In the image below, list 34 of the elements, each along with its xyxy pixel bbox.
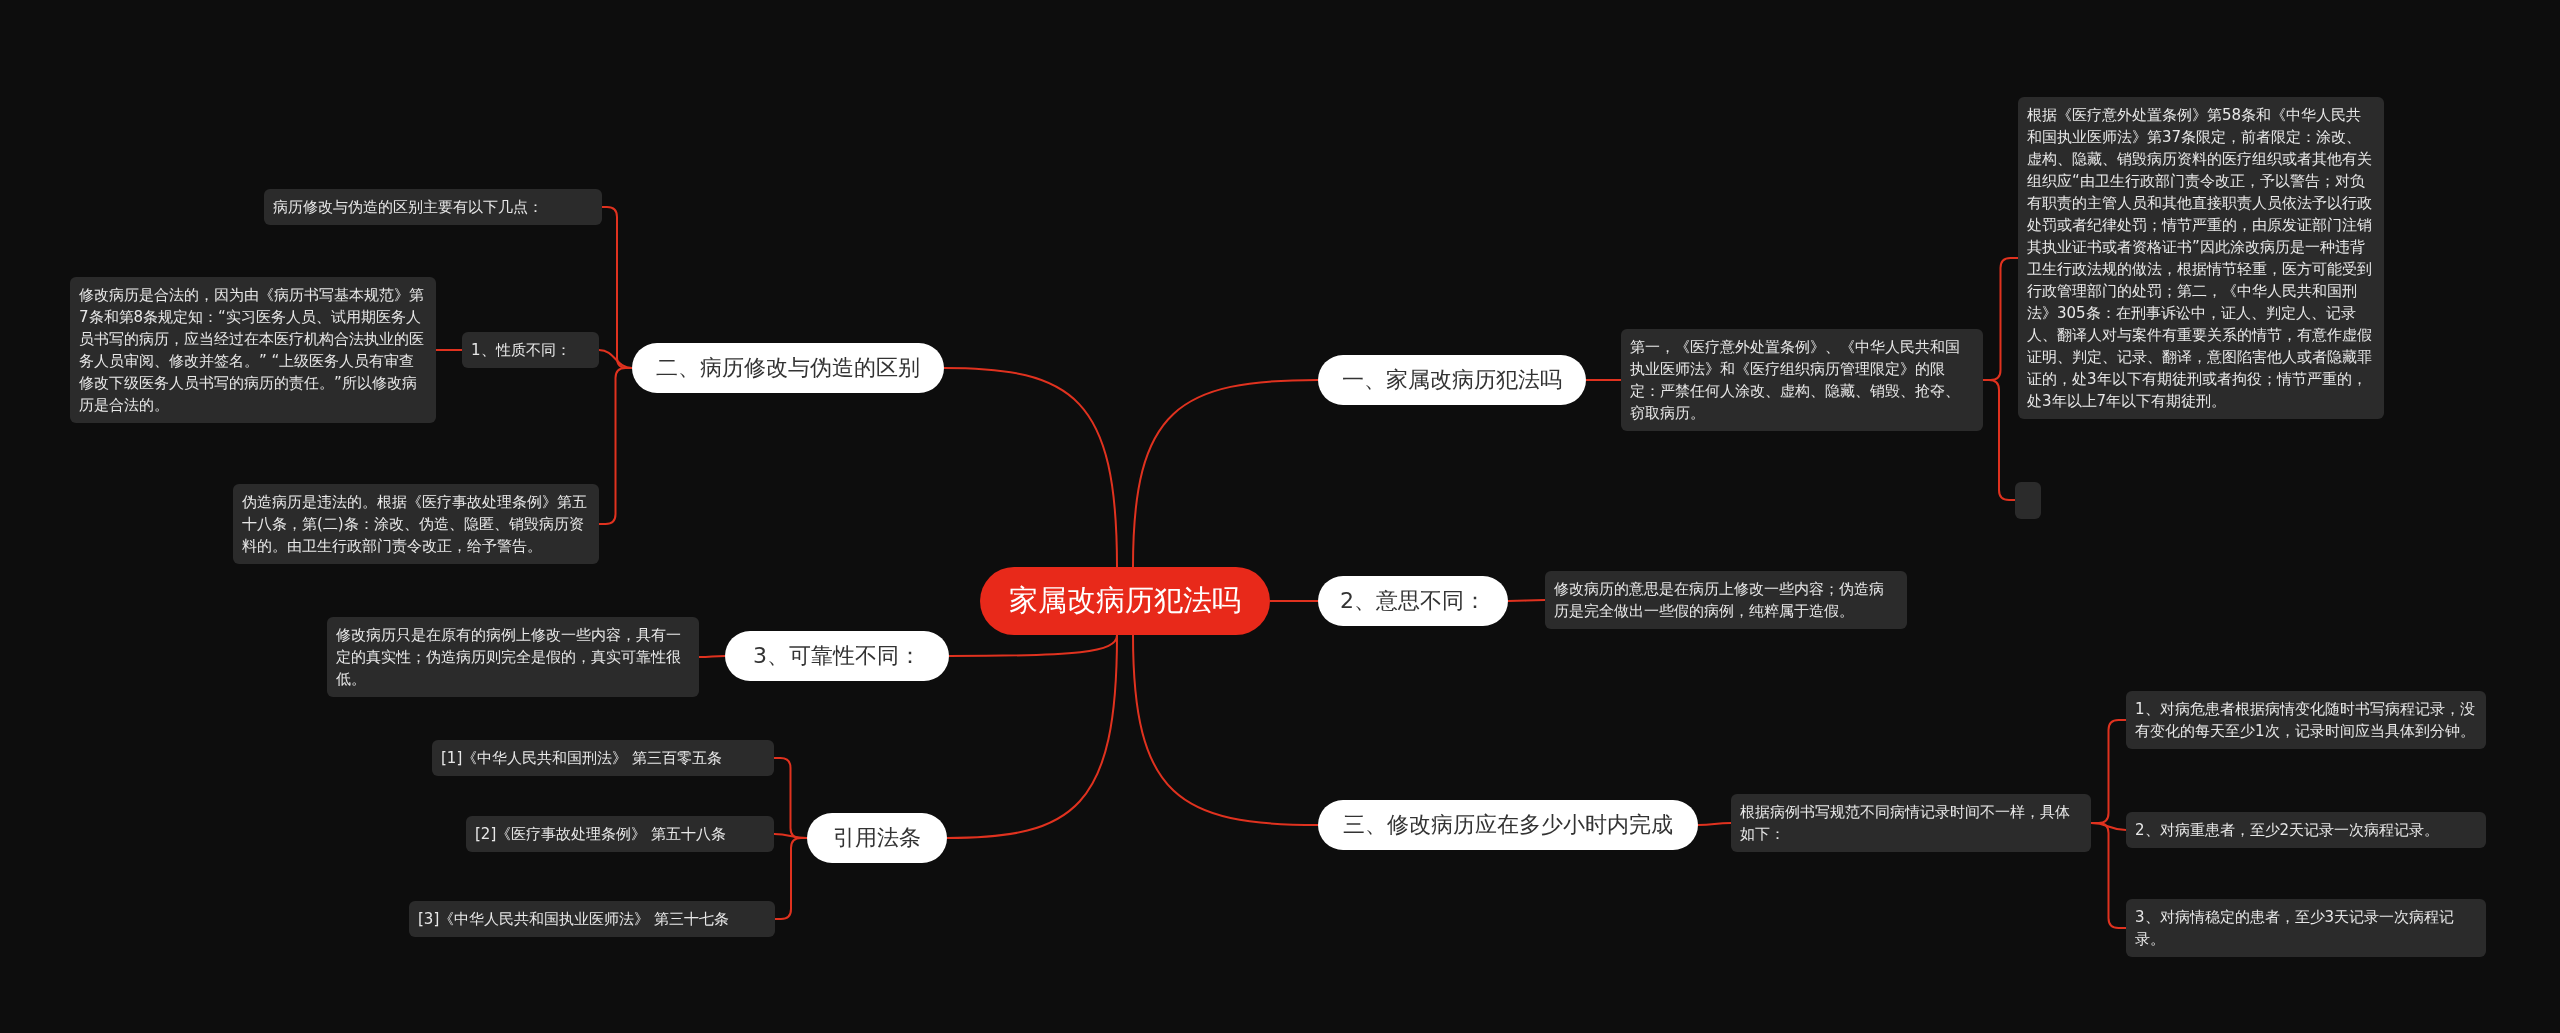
topic-pill: 二、病历修改与伪造的区别 bbox=[632, 343, 944, 393]
note-box: [1]《中华人民共和国刑法》 第三百零五条 bbox=[432, 740, 774, 776]
connector-line bbox=[598, 367, 633, 525]
topic-pill: 一、家属改病历犯法吗 bbox=[1318, 355, 1586, 405]
connector-line bbox=[1697, 822, 1732, 826]
topic-pill: 3、可靠性不同： bbox=[725, 631, 949, 681]
connector-line bbox=[943, 367, 1118, 568]
note-box: 2、对病重患者，至少2天记录一次病程记录。 bbox=[2126, 812, 2486, 848]
note-box: 第一，《医疗意外处置条例》、《中华人民共和国执业医师法》和《医疗组织病历管理限定》的限定：严禁任何人涂改、虚构、隐藏、销毁、抢夺、窃取病历。 bbox=[1621, 329, 1983, 431]
topic-pill: 三、修改病历应在多少小时内完成 bbox=[1318, 800, 1698, 850]
note-box: 修改病历是合法的，因为由《病历书写基本规范》第7条和第8条规定知：“实习医务人员、试用期医务人员书写的病历，应当经过在本医疗机构合法执业的医务人员审阅、修改并签名。” “上级医务人员有审查修改下级医务人员书写的病历的责任。”所以修改病历是合法的。 bbox=[70, 277, 436, 423]
note-box: [3]《中华人民共和国执业医师法》 第三十七条 bbox=[409, 901, 775, 937]
note-box: 修改病历只是在原有的病例上修改一些内容，具有一定的真实性；伪造病历则完全是假的，真实可靠性很低。 bbox=[327, 617, 699, 697]
connector-line bbox=[698, 655, 726, 658]
connector-line bbox=[1585, 379, 1622, 381]
connector-line bbox=[946, 634, 1118, 839]
connector-line bbox=[1507, 599, 1546, 602]
central-topic: 家属改病历犯法吗 bbox=[980, 567, 1270, 635]
connector-line bbox=[435, 349, 463, 351]
topic-pill: 引用法条 bbox=[807, 813, 947, 863]
topic-pill: 2、意思不同： bbox=[1318, 576, 1508, 626]
connector-line bbox=[1269, 600, 1319, 602]
connector-line bbox=[1132, 634, 1319, 826]
note-box: 修改病历的意思是在病历上修改一些内容；伪造病历是完全做出一些假的病例，纯粹属于造假。 bbox=[1545, 571, 1907, 629]
note-box: 1、对病危患者根据病情变化随时书写病程记录，没有变化的每天至少1次，记录时间应当具体到分钟。 bbox=[2126, 691, 2486, 749]
note-box: 根据病例书写规范不同病情记录时间不一样，具体如下： bbox=[1731, 794, 2091, 852]
note-box: [2]《医疗事故处理条例》 第五十八条 bbox=[466, 816, 774, 852]
note-box: 根据《医疗意外处置条例》第58条和《中华人民共和国执业医师法》第37条限定，前者限定：涂改、虚构、隐藏、销毁病历资料的医疗组织或者其他有关组织应“由卫生行政部门责令改正，予以警告；对负有职责的主管人员和其他直接职责人员依法予以行政处罚或者纪律处罚；情节严重的，由原发证部门注销其执业证书或者资格证书”因此涂改病历是一种违背卫生行政法规的做法，根据情节轻重，医方可能受到行政管理部门的处罚；第二，《中华人民共和国刑法》305条：在刑事诉讼中，证人、判定人、记录人、翻译人对与案件有重要关系的情节，有意作虚假证明、判定、记录、翻译，意图陷害他人或者隐藏罪证的，处3年以下有期徒刑或者拘役；情节严重的，处3年以上7年以下有期徒刑。 bbox=[2018, 97, 2384, 419]
note-box: 伪造病历是违法的。根据《医疗事故处理条例》第五十八条，第(二)条：涂改、伪造、隐匿、销毁病历资料的。由卫生行政部门责令改正，给予警告。 bbox=[233, 484, 599, 564]
note-box: 1、性质不同： bbox=[462, 332, 599, 368]
connector-line bbox=[1132, 379, 1319, 568]
note-box: 病历修改与伪造的区别主要有以下几点： bbox=[264, 189, 602, 225]
note-box: 3、对病情稳定的患者，至少3天记录一次病程记录。 bbox=[2126, 899, 2486, 957]
empty-box bbox=[2015, 482, 2041, 519]
